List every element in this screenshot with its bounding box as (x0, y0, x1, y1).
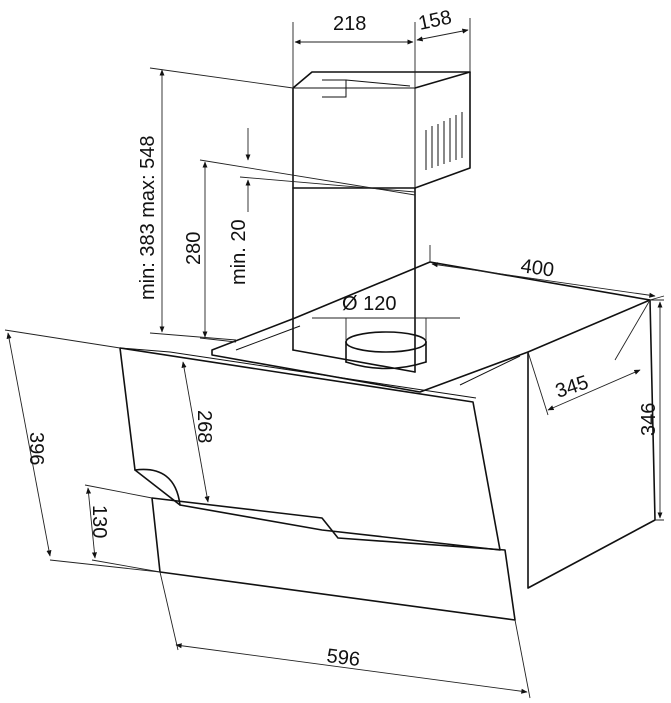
dim-346-label: 346 (638, 403, 660, 436)
dim-130-label: 130 (88, 505, 110, 538)
upper-chimney (292, 71, 471, 189)
dim-400-label: 400 (519, 255, 555, 281)
front-glass-lower (151, 497, 516, 621)
dim-120-label: Ø 120 (342, 293, 396, 315)
dim-158-label: 158 (416, 6, 453, 34)
dim-front-panel: 268 (181, 361, 215, 503)
vent-slots (425, 112, 463, 170)
dim-glass-height: 396 (4, 329, 161, 573)
dim-396-label: 396 (25, 432, 47, 465)
dim-596-label: 596 (325, 645, 361, 671)
hood-body (211, 261, 656, 589)
dim-body-height: 346 (638, 299, 664, 521)
dim-body-depth: 345 (527, 299, 651, 416)
lower-chimney (292, 187, 416, 373)
dim-min-gap: min. 20 (228, 128, 416, 285)
dim-height-range: min: 383 max: 548 (137, 67, 294, 341)
dim-218-label: 218 (333, 13, 366, 35)
dim-total-width: 596 (159, 571, 531, 699)
front-glass-upper (119, 347, 501, 551)
duct-outlet (345, 331, 427, 353)
dim-280-label: 280 (183, 232, 205, 265)
dim-duct: Ø 120 (312, 293, 460, 340)
dim-383-548-label: min: 383 max: 548 (137, 135, 159, 300)
dim-chimney-top: 218 158 (292, 6, 471, 88)
dim-body-width: 400 (429, 245, 665, 301)
dim-min20-label: min. 20 (228, 219, 250, 285)
dim-268-label: 268 (193, 410, 215, 443)
dim-345-label: 345 (553, 372, 592, 403)
dim-bottom-panel: 130 (84, 484, 161, 573)
